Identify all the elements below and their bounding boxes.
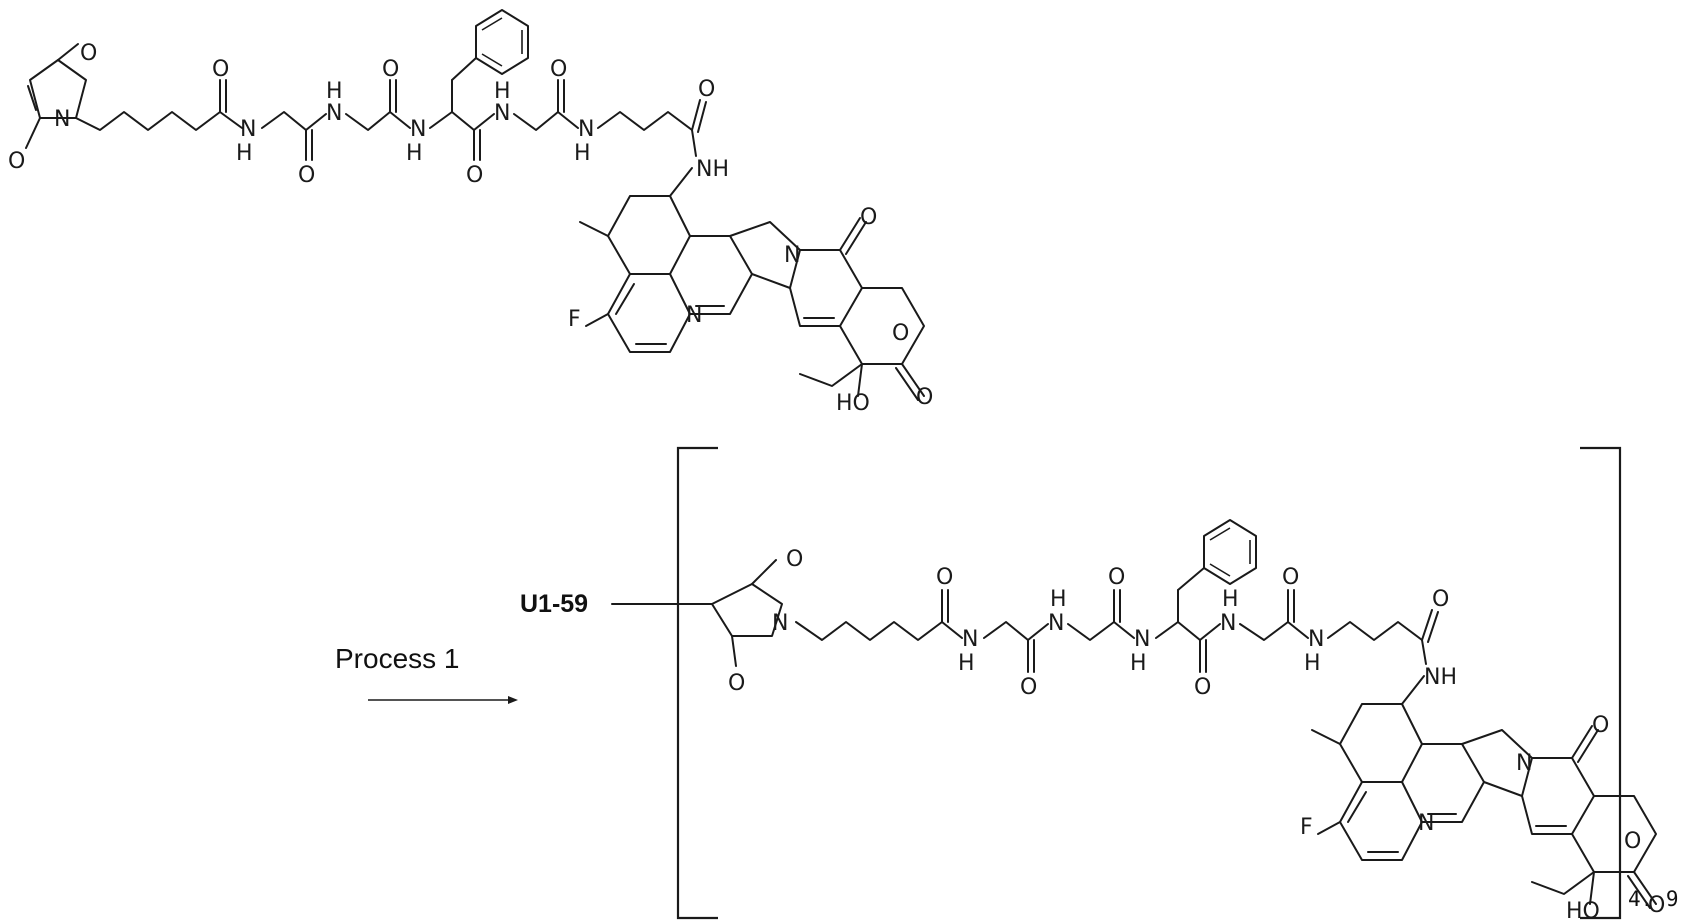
p-amide-nh: NH bbox=[1424, 665, 1457, 690]
maleimide-n: N bbox=[54, 107, 70, 132]
carbonyl-o-2: O bbox=[298, 163, 315, 188]
nh-2-n: N bbox=[326, 101, 342, 126]
p-ho: HO bbox=[1566, 899, 1600, 921]
nh-4-h: H bbox=[494, 79, 511, 104]
top-o-carbonyl: O bbox=[916, 385, 933, 410]
antibody-label: U1-59 bbox=[520, 590, 588, 618]
p-carbonyl-o-2: O bbox=[1020, 675, 1037, 700]
maleimide-o-bottom: O bbox=[8, 149, 25, 174]
reaction-arrow-group: Process 1 bbox=[335, 643, 518, 704]
product-structure: 4. 9 U1-59 O O N O N H O N H O N H bbox=[520, 448, 1679, 921]
right-bracket bbox=[1580, 448, 1620, 918]
top-ho: HO bbox=[836, 391, 870, 416]
carbonyl-o-5: O bbox=[550, 57, 567, 82]
p-nh-2-n: N bbox=[1048, 611, 1064, 636]
top-n-pyridine: N bbox=[686, 303, 702, 328]
carbonyl-o-4: O bbox=[466, 163, 483, 188]
arrow-head-icon bbox=[508, 696, 518, 704]
p-nh-3-n: N bbox=[1134, 627, 1150, 652]
p-o-lactone: O bbox=[1624, 829, 1641, 854]
top-structure: O O N O N H O N H O N H O bbox=[8, 10, 933, 416]
p-nh-5-h: H bbox=[1304, 651, 1321, 676]
p-n-pyridone: N bbox=[1516, 751, 1532, 776]
succinimide-n: N bbox=[772, 611, 788, 636]
nh-4-n: N bbox=[494, 101, 510, 126]
p-carbonyl-o-5: O bbox=[1282, 565, 1299, 590]
p-nh-4-h: H bbox=[1222, 587, 1239, 612]
p-nh-3-h: H bbox=[1130, 651, 1147, 676]
p-o-carbonyl: O bbox=[1648, 893, 1665, 918]
p-carbonyl-o-4: O bbox=[1194, 675, 1211, 700]
p-carbonyl-o-1: O bbox=[936, 565, 953, 590]
top-o-lactone: O bbox=[892, 321, 909, 346]
p-nh-1-h: H bbox=[958, 651, 975, 676]
p-nh-2-h: H bbox=[1050, 587, 1067, 612]
p-o-pyridone: O bbox=[1592, 713, 1609, 738]
top-f: F bbox=[568, 307, 581, 332]
carbonyl-o-3: O bbox=[382, 57, 399, 82]
p-carbonyl-o-6: O bbox=[1432, 587, 1449, 612]
top-n-pyridone: N bbox=[784, 243, 800, 268]
amide-nh: NH bbox=[696, 157, 729, 182]
process-label: Process 1 bbox=[335, 643, 460, 674]
succinimide-o-top: O bbox=[786, 547, 803, 572]
nh-5-h: H bbox=[574, 141, 591, 166]
nh-2-h: H bbox=[326, 79, 343, 104]
succinimide-o-bottom: O bbox=[728, 671, 745, 696]
p-f: F bbox=[1300, 815, 1313, 840]
nh-1-h: H bbox=[236, 141, 253, 166]
carbonyl-o-6: O bbox=[698, 77, 715, 102]
nh-1-n: N bbox=[240, 117, 256, 142]
p-n-pyridine: N bbox=[1418, 811, 1434, 836]
carbonyl-o-1: O bbox=[212, 57, 229, 82]
left-bracket bbox=[678, 448, 718, 918]
nh-3-h: H bbox=[406, 141, 423, 166]
p-nh-5-n: N bbox=[1308, 627, 1324, 652]
top-o-pyridone: O bbox=[860, 205, 877, 230]
p-carbonyl-o-3: O bbox=[1108, 565, 1125, 590]
p-nh-1-n: N bbox=[962, 627, 978, 652]
p-nh-4-n: N bbox=[1220, 611, 1236, 636]
maleimide-o-top: O bbox=[80, 41, 97, 66]
nh-3-n: N bbox=[410, 117, 426, 142]
nh-5-n: N bbox=[578, 117, 594, 142]
